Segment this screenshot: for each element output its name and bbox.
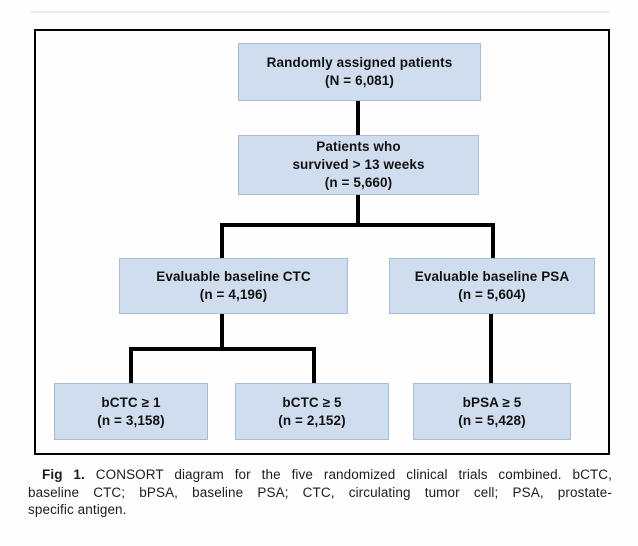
flow-box-evaluable-psa-line1: Evaluable baseline PSA bbox=[414, 269, 570, 284]
flow-box-bctc-ge5-line1: bCTC ≥ 5 bbox=[282, 394, 342, 410]
flow-box-randomized: Randomly assigned patients (N = 6,081) bbox=[238, 43, 481, 101]
flow-box-bctc-ge5-line2: (n = 2,152) bbox=[278, 412, 346, 428]
flow-box-randomized-line2: (N = 6,081) bbox=[324, 73, 394, 88]
flow-box-bctc-ge1-line1: bCTC ≥ 1 bbox=[101, 394, 161, 410]
caption-line-3: specific antigen. bbox=[28, 502, 127, 517]
flow-box-evaluable-ctc: Evaluable baseline CTC (n = 4,196) bbox=[119, 258, 348, 314]
connector-split1-drop-ctc bbox=[220, 223, 224, 258]
connector-split2-drop-bctc1 bbox=[129, 347, 133, 383]
caption-line-1: Fig 1. CONSORT diagram for the five rand… bbox=[28, 466, 612, 484]
connector-ctc-stem bbox=[220, 313, 224, 351]
flow-box-bctc-ge1-line2: (n = 3,158) bbox=[97, 412, 165, 428]
flow-box-bctc-ge1: bCTC ≥ 1 (n = 3,158) bbox=[54, 383, 208, 440]
flow-box-evaluable-ctc-line2: (n = 4,196) bbox=[199, 287, 268, 302]
connector-survived-stem bbox=[356, 193, 360, 225]
flow-box-randomized-line1: Randomly assigned patients bbox=[266, 55, 453, 70]
flow-box-evaluable-ctc-line1: Evaluable baseline CTC bbox=[156, 269, 311, 284]
flow-box-evaluable-psa-line2: (n = 5,604) bbox=[458, 287, 526, 302]
page-top-rule bbox=[30, 11, 610, 13]
connector-randomized-to-survived bbox=[356, 100, 360, 136]
caption-line-2: baseline CTC; bPSA, baseline PSA; CTC, c… bbox=[28, 484, 612, 500]
flow-box-survived: Patients who survived > 13 weeks (n = 5,… bbox=[238, 135, 479, 195]
connector-split1-drop-psa bbox=[491, 223, 495, 258]
figure-caption-label: Fig 1. bbox=[42, 467, 85, 482]
caption-line-1-text: CONSORT diagram for the five randomized … bbox=[84, 467, 612, 482]
connector-split2-drop-bctc5 bbox=[312, 347, 316, 383]
diagram-frame bbox=[34, 29, 610, 455]
flow-box-bpsa-ge5-line1: bPSA ≥ 5 bbox=[462, 394, 522, 410]
flow-box-bctc-ge5: bCTC ≥ 5 (n = 2,152) bbox=[235, 383, 389, 440]
flow-box-survived-line2: survived > 13 weeks bbox=[292, 157, 425, 172]
flow-box-evaluable-psa: Evaluable baseline PSA (n = 5,604) bbox=[389, 258, 595, 314]
connector-psa-to-bpsa bbox=[489, 313, 493, 383]
connector-split2-horizontal bbox=[129, 347, 316, 351]
flow-box-bpsa-ge5: bPSA ≥ 5 (n = 5,428) bbox=[413, 383, 571, 440]
flow-box-bpsa-ge5-line2: (n = 5,428) bbox=[458, 412, 526, 428]
figure-caption: Fig 1. CONSORT diagram for the five rand… bbox=[28, 466, 612, 519]
flow-box-survived-line3: (n = 5,660) bbox=[324, 175, 393, 190]
connector-split1-horizontal bbox=[220, 223, 495, 227]
flow-box-survived-line1: Patients who bbox=[316, 139, 401, 154]
